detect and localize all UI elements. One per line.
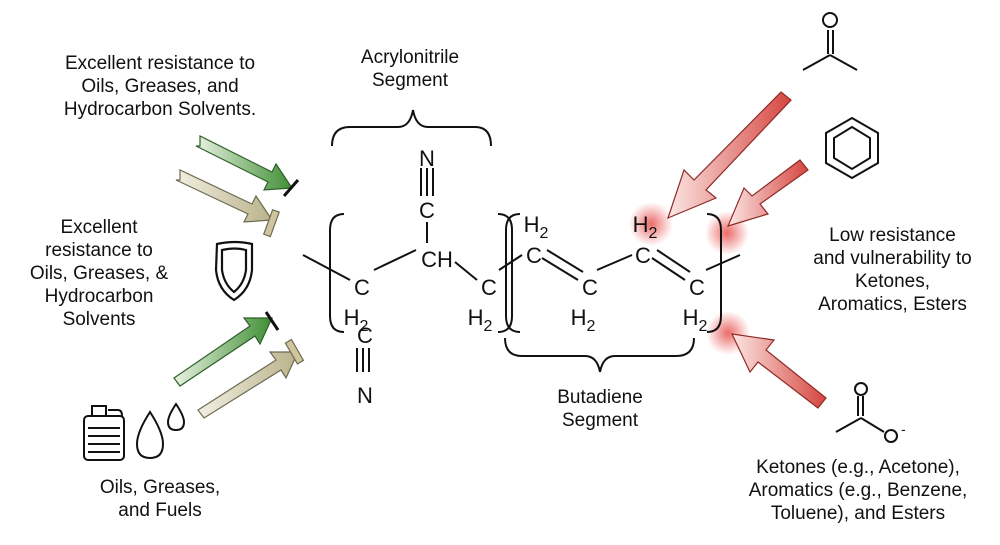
h2-label: H2 — [633, 212, 658, 242]
benzene-icon — [825, 116, 879, 180]
middle-bracket-left — [505, 213, 521, 333]
attack-arrow — [726, 159, 809, 227]
c-atom-5: C — [635, 243, 651, 268]
acrylonitrile-label: Acrylonitrile Segment — [360, 47, 460, 91]
h2-labels: H2 H2 H2 H2 H2 H2 — [344, 212, 708, 335]
resistance-arrow — [173, 311, 280, 387]
shield-icon — [214, 240, 254, 302]
attack-arrow — [667, 91, 792, 220]
h2-label: H2 — [683, 305, 708, 335]
bottom-left-note: Oils, Greases, and Fuels — [99, 477, 221, 521]
ketone-icon — [802, 12, 858, 71]
butadiene-brace — [504, 337, 695, 373]
resistance-arrow — [195, 135, 300, 197]
h2-label: H2 — [344, 305, 369, 335]
c-atom-3: C — [526, 243, 542, 268]
reactive-site-glow — [629, 202, 673, 246]
c-atom-2: C — [481, 275, 497, 300]
nitrile-n-top: N — [419, 146, 435, 171]
atom-labels: N C CH C C C C C C C N — [354, 146, 705, 408]
bottom-right-note: Ketones (e.g., Acetone), Aromatics (e.g.… — [748, 457, 968, 524]
nitrile-n-bottom: N — [357, 383, 373, 408]
ch-atom: CH — [421, 247, 453, 272]
droplet-icon — [135, 410, 165, 460]
h2-label: H2 — [468, 305, 493, 335]
backbone-bonds — [302, 168, 741, 372]
butadiene-label: Butadiene Segment — [557, 387, 643, 431]
jerrycan-icon — [83, 405, 125, 461]
mid-left-note: Excellent resistance to Oils, Greases, &… — [29, 217, 169, 330]
h2-label: H2 — [571, 305, 596, 335]
ester-icon — [835, 382, 898, 443]
top-left-note: Excellent resistance to Oils, Greases, a… — [63, 53, 257, 120]
resistance-arrow — [175, 169, 280, 238]
nitrile-c-top: C — [419, 198, 435, 223]
c-atom-4: C — [582, 275, 598, 300]
ester-charge: - — [901, 421, 906, 437]
low-resistance-note: Low resistance and vulnerability to Keto… — [813, 225, 972, 315]
droplet-icon — [166, 402, 186, 432]
c-atom-6: C — [689, 275, 705, 300]
left-bracket — [329, 213, 345, 333]
c-atom-1: C — [354, 275, 370, 300]
middle-bracket-right — [497, 213, 513, 333]
acrylonitrile-brace — [331, 109, 492, 147]
h2-label: H2 — [524, 212, 549, 242]
attack-arrow — [730, 333, 827, 409]
right-bracket — [706, 213, 722, 333]
nitrile-c-bottom: C — [357, 323, 373, 348]
resistance-arrow — [197, 338, 305, 419]
